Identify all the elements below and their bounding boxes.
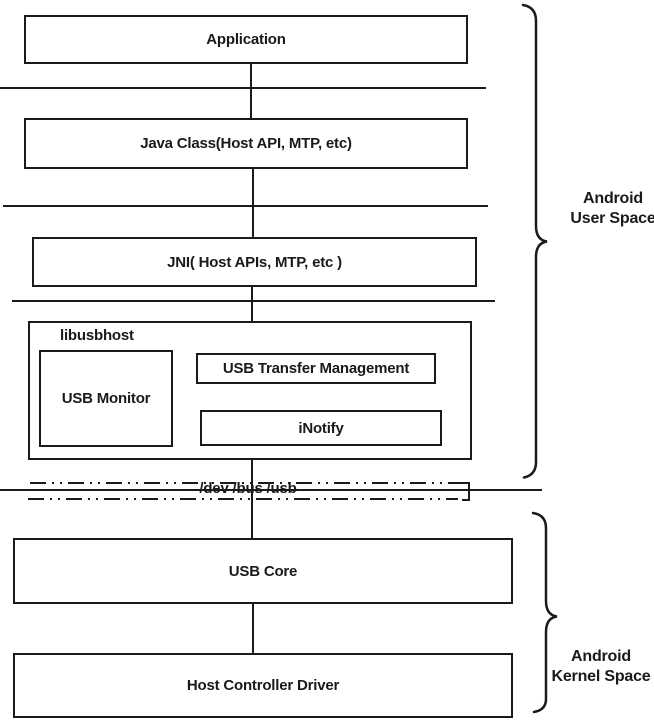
android-kernel-space-label: Android Kernel Space [539, 647, 654, 687]
inotify-label: iNotify [298, 419, 344, 437]
boundary-right-bracket [462, 482, 470, 501]
connector-usbcore-hostcontroller [252, 603, 254, 654]
connector-jni-libusbhost [251, 286, 253, 322]
connector-application-javaclass [250, 63, 252, 119]
usb-core-box: USB Core [13, 538, 513, 604]
user-space-separator-line-2 [3, 205, 488, 207]
usb-core-label: USB Core [228, 562, 298, 580]
user-space-brace [521, 3, 548, 479]
host-controller-driver-label: Host Controller Driver [186, 677, 340, 694]
inotify-box: iNotify [200, 410, 442, 446]
android-kernel-space-label-line1: Android [571, 648, 631, 665]
android-user-space-label-line1: Android [583, 190, 643, 207]
libusbhost-title: libusbhost [60, 327, 134, 344]
jni-label: JNI( Host APIs, MTP, etc ) [167, 253, 342, 271]
dev-bus-usb-label: /dev /bus /usb [199, 480, 297, 497]
usb-transfer-management-label: USB Transfer Management [222, 360, 410, 377]
android-user-space-label-line2: User Space [570, 210, 654, 227]
connector-libusbhost-usbcore [251, 459, 253, 539]
jni-box: JNI( Host APIs, MTP, etc ) [32, 237, 477, 287]
usb-monitor-box: USB Monitor [39, 350, 173, 447]
android-kernel-space-label-line2: Kernel Space [551, 668, 651, 685]
java-class-label: Java Class(Host API, MTP, etc) [140, 135, 352, 152]
user-space-separator-line-3 [12, 300, 495, 302]
usb-monitor-label: USB Monitor [61, 390, 151, 407]
libusbhost-container-box: libusbhost USB Monitor USB Transfer Mana… [28, 321, 472, 460]
usb-transfer-management-box: USB Transfer Management [196, 353, 436, 384]
android-user-space-label: Android User Space [551, 189, 654, 229]
connector-javaclass-jni [252, 168, 254, 238]
user-space-separator-line-1 [0, 87, 486, 89]
host-controller-driver-box: Host Controller Driver [13, 653, 513, 718]
application-box: Application [24, 15, 468, 64]
java-class-box: Java Class(Host API, MTP, etc) [24, 118, 468, 169]
application-label: Application [206, 31, 286, 48]
